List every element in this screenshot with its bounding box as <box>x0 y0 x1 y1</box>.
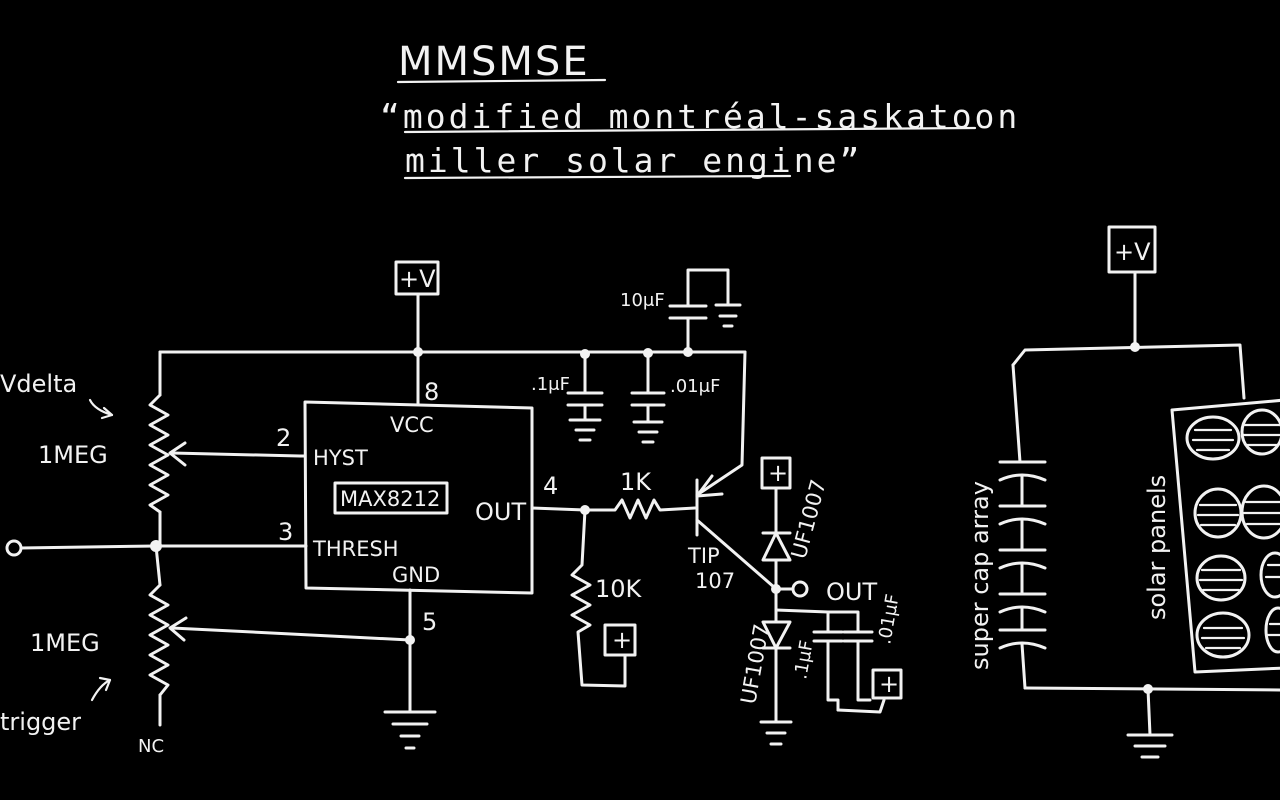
output-terminal <box>791 580 809 598</box>
right-top-rail <box>1011 343 1246 400</box>
chip-name-box <box>333 481 449 515</box>
plus-box-1-label: + <box>612 626 632 654</box>
vdelta-label: Vdelta <box>0 370 77 398</box>
cap-10uf-ground <box>714 303 742 328</box>
subtitle-line-2: miller solar engine” <box>405 141 862 180</box>
pot2-wiper-arrow <box>168 616 188 642</box>
diode-uf1007-top <box>761 486 792 590</box>
solar-label: solar panels <box>1143 475 1171 620</box>
pot1-wiper-line <box>170 451 302 458</box>
cap-01uf <box>630 351 666 424</box>
pot1-wiper-arrow <box>168 441 187 467</box>
chip-name: MAX8212 <box>340 487 440 511</box>
cap-1uf <box>566 352 604 422</box>
title-underline <box>396 78 607 84</box>
resistor-10k <box>570 508 627 688</box>
cap-out-01uf <box>826 610 874 702</box>
transistor-label-2: 107 <box>695 569 735 593</box>
trigger-arrow <box>90 678 112 702</box>
max8212-chip-body <box>303 400 534 595</box>
diode2-label: UF1007 <box>736 622 774 706</box>
pin2-number: 2 <box>276 424 291 452</box>
resistor-1k-label: 1K <box>620 468 652 496</box>
nc-label: NC <box>138 736 164 757</box>
supercap-top-lead <box>1011 363 1022 464</box>
transistor-emitter <box>695 350 747 497</box>
pin5-number: 5 <box>422 608 437 636</box>
pot1-label: 1MEG <box>38 441 108 469</box>
cap-01uf-ground <box>632 420 664 444</box>
diode-ground <box>759 720 793 746</box>
vcc-pin-label: VCC <box>390 413 434 437</box>
vdelta-arrow <box>88 398 114 417</box>
resistor-1k <box>583 498 697 520</box>
trigger-label: trigger <box>0 708 81 736</box>
pot2-resistor <box>148 583 170 697</box>
subtitle-underline-1 <box>403 126 977 134</box>
transistor-collector <box>695 518 777 590</box>
pot1-resistor <box>148 393 170 514</box>
pot2-label: 1MEG <box>30 629 100 657</box>
plus-box-1 <box>603 623 637 657</box>
supercap-array <box>998 460 1047 690</box>
vplus-right-box <box>1107 225 1157 274</box>
cap-1uf-ground <box>568 418 602 442</box>
right-ground-symbol <box>1126 687 1174 759</box>
pin4-number: 4 <box>543 472 558 500</box>
plus-box-2-label: + <box>768 459 788 487</box>
pin3-number: 3 <box>278 518 293 546</box>
trigger-arrowhead <box>98 676 112 692</box>
pot2-top-lead <box>154 544 162 587</box>
out-pin-label: OUT <box>475 498 526 526</box>
subtitle-underline-2 <box>403 174 792 180</box>
cap-out-01uf-label: .01μF <box>874 593 903 646</box>
input-terminal <box>5 539 23 557</box>
cap-01uf-label: .01μF <box>670 376 720 397</box>
diode-uf1007-bottom <box>761 587 792 724</box>
vdelta-arrowhead <box>100 406 114 420</box>
plus-box-3 <box>871 668 903 700</box>
cap-out-ground-wire <box>836 698 886 714</box>
junction-gnd <box>405 635 415 645</box>
pin4-wire <box>530 506 587 512</box>
vplus-right-label: +V <box>1114 238 1151 266</box>
cap-10uf <box>668 268 730 354</box>
cap-10uf-label: 10μF <box>620 290 665 311</box>
transistor-emitter-arrow <box>695 474 724 498</box>
solar-cells <box>1185 408 1280 659</box>
pin8-number: 8 <box>424 378 439 406</box>
vplus-main-label: +V <box>399 265 436 293</box>
solar-panel-frame <box>1170 398 1280 674</box>
schematic-title: MMSMSE <box>398 39 590 85</box>
gnd-pin-label: GND <box>392 563 440 587</box>
thresh-pin-label: THRESH <box>312 537 399 561</box>
cap-out-1uf-label: .1μF <box>790 639 817 681</box>
output-label: OUT <box>826 578 877 606</box>
hyst-pin-label: HYST <box>313 446 368 470</box>
diode1-label: UF1007 <box>787 477 831 561</box>
supercap-label: super cap array <box>966 481 994 670</box>
transistor-label-1: TIP <box>687 544 720 568</box>
resistor-10k-label: 10K <box>595 575 643 603</box>
cap-1uf-label: .1μF <box>531 374 570 395</box>
input-wire <box>19 544 158 550</box>
chip-ground-symbol <box>383 710 437 750</box>
pot2-wiper-line <box>170 626 412 642</box>
plus-box-3-label: + <box>879 670 899 698</box>
